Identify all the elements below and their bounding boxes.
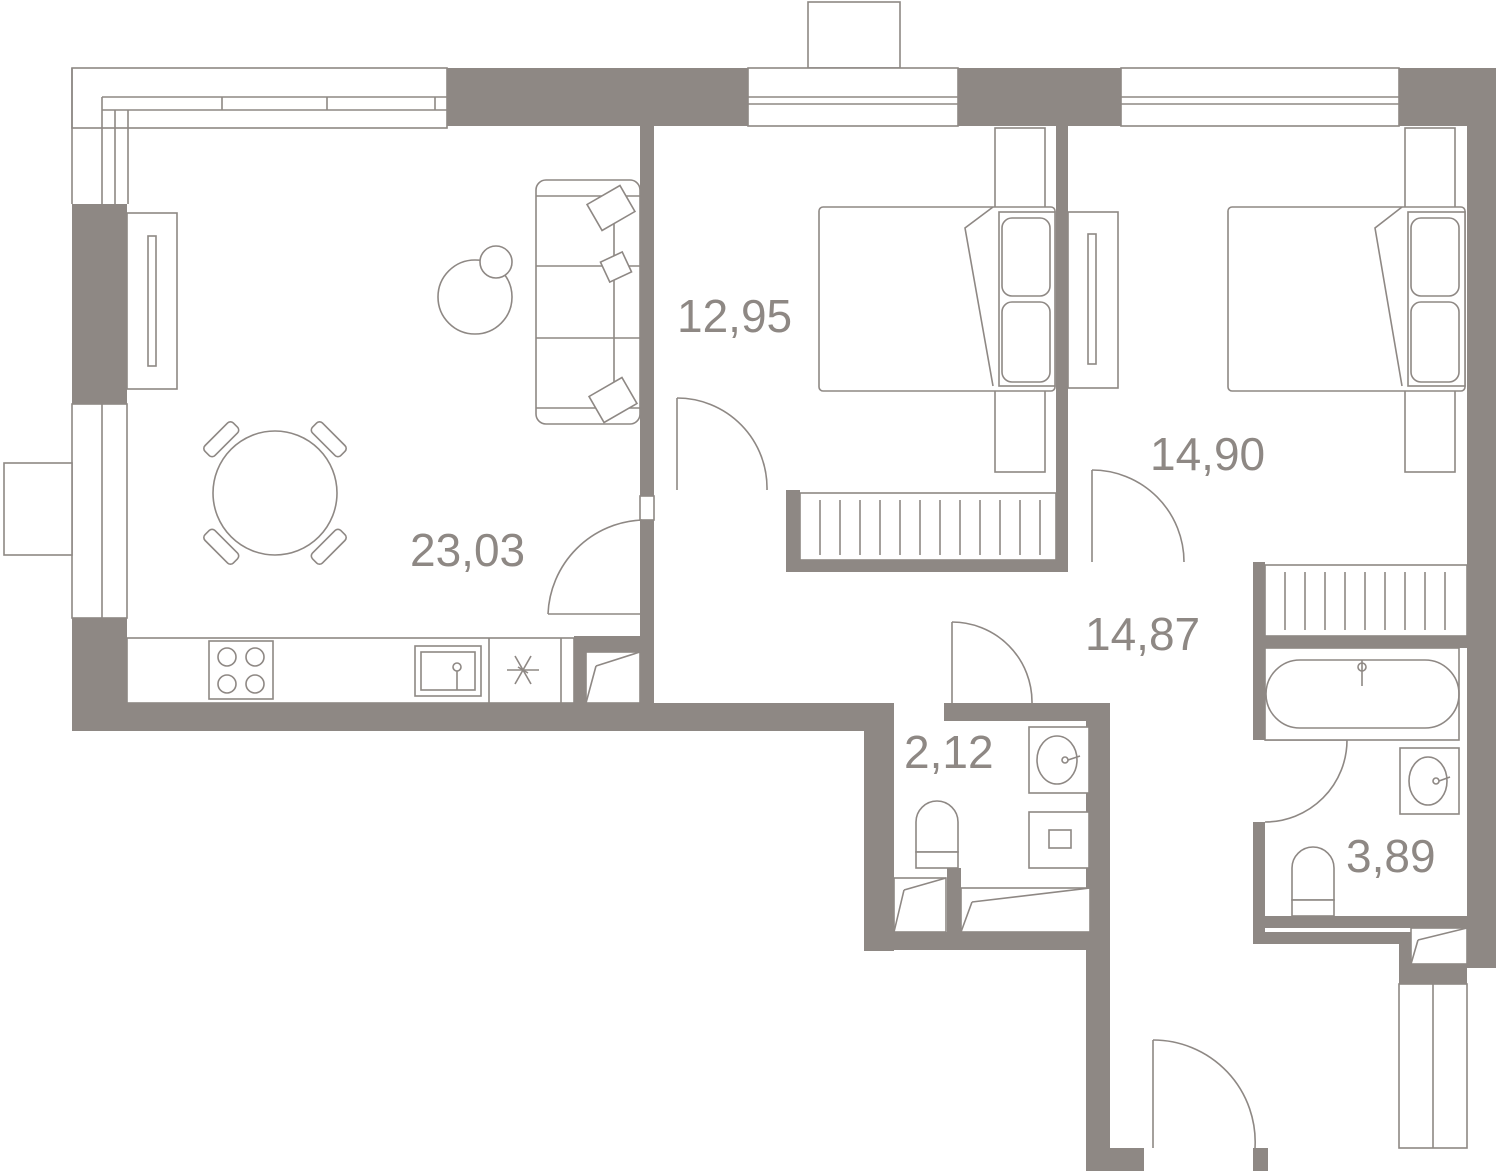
bed-icon [818, 206, 1056, 392]
tv-icon [126, 212, 178, 390]
washbasin-icon-bath-2 [1399, 747, 1460, 815]
toilet-icon-bath-2 [1291, 846, 1335, 917]
wardrobe-icon-bedroom-1-bottom [799, 492, 1057, 561]
kitchen-counter [126, 637, 575, 704]
wardrobe-icon-kitchen [585, 651, 641, 704]
toilet-icon [915, 800, 959, 869]
washing-machine-icon [1028, 811, 1090, 869]
sink-icon [414, 645, 482, 697]
door-icon [547, 397, 1348, 1149]
bed-icon-bedroom-2 [1227, 206, 1466, 392]
window-frames [3, 1, 1400, 619]
fridge-icon [507, 655, 539, 685]
sofa-icon [535, 179, 641, 425]
walls [72, 68, 1496, 1171]
round-table-icon [437, 245, 513, 335]
tv-icon-bedroom-2 [1067, 211, 1119, 389]
area-label-hallway: 14,87 [1085, 608, 1200, 660]
area-label-living-kitchen: 23,03 [410, 524, 525, 576]
wardrobe-icon-bath-1 [893, 877, 1091, 933]
area-label-bathroom-small: 2,12 [904, 726, 994, 778]
stove-icon [208, 640, 274, 700]
bathtub-icon [1264, 647, 1460, 741]
washbasin-icon [1028, 726, 1090, 794]
area-label-bathroom-large: 3,89 [1346, 830, 1436, 882]
area-label-bedroom-1: 12,95 [677, 290, 792, 342]
wardrobe-icon-entrance [1398, 927, 1468, 1149]
dining-table-icon [203, 421, 347, 565]
wardrobe-icon-bedroom-2-bottom [1264, 564, 1468, 637]
area-label-bedroom-2: 14,90 [1150, 428, 1265, 480]
